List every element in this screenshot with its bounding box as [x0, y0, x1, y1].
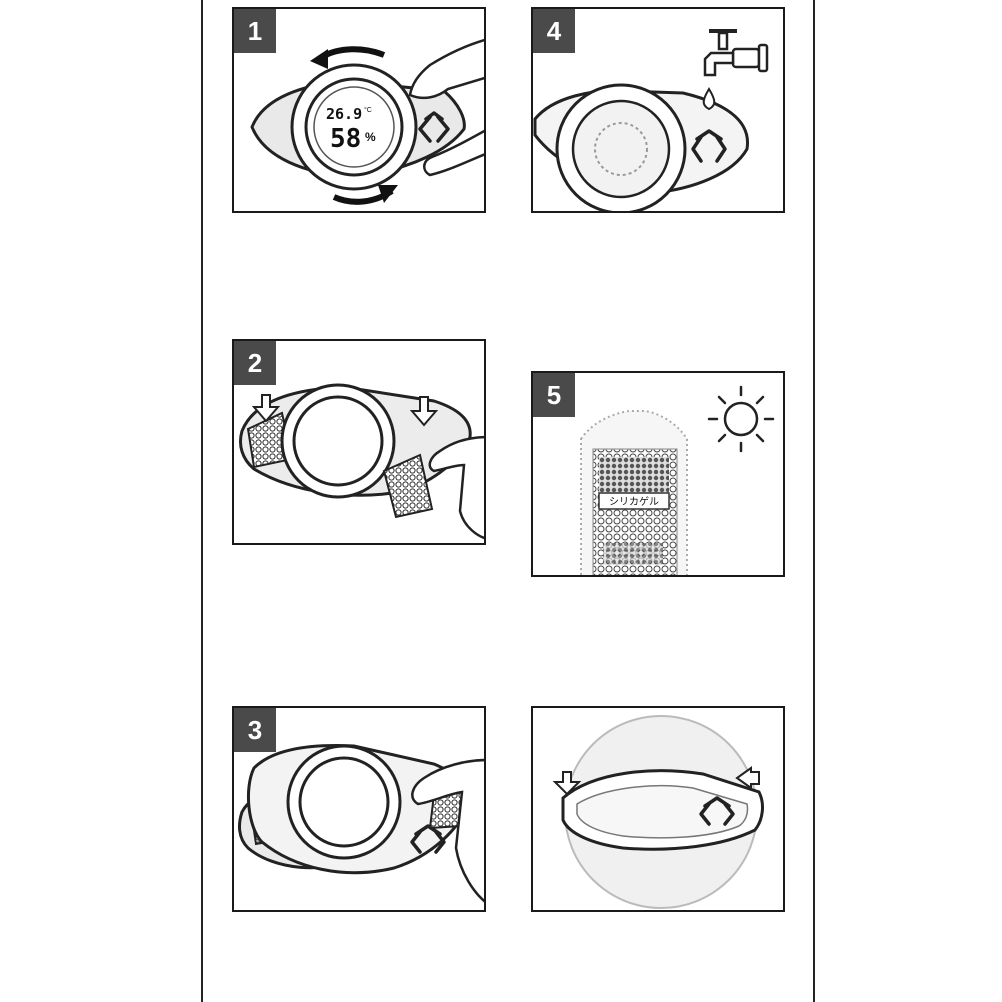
hand-icon — [408, 38, 484, 177]
step-2-illustration — [239, 383, 484, 540]
hand-icon — [428, 435, 484, 540]
recycle-arrows-icon — [410, 824, 446, 854]
recycle-arrows-icon — [418, 111, 450, 143]
step-number-badge: 3 — [234, 708, 276, 752]
step-4-panel: 4 — [531, 7, 785, 213]
packet-label — [598, 492, 670, 510]
step-number-badge: 2 — [234, 341, 276, 385]
step-1-illustration: 26.9 °C 58 % — [250, 38, 484, 205]
down-arrow-right-icon — [409, 396, 439, 427]
packet-label-text: シリカゲル — [609, 496, 659, 508]
step-number-badge: 5 — [533, 373, 575, 417]
step-5-panel: 5 シリカゲル — [531, 371, 785, 577]
step-number-badge: 1 — [234, 9, 276, 53]
recycle-arrows-icon — [691, 129, 727, 163]
water-drop-icon — [702, 87, 716, 111]
left-insert-arrow-icon — [552, 771, 582, 796]
step-3-panel: 3 — [232, 706, 486, 912]
sun-icon — [707, 385, 775, 453]
water-faucet-icon — [703, 29, 769, 77]
right-insert-arrow-icon — [735, 766, 760, 790]
step-4-illustration — [533, 29, 769, 211]
left-divider-line — [201, 0, 203, 1002]
step-5-illustration: シリカゲル — [580, 385, 775, 575]
right-divider-line — [813, 0, 815, 1002]
recycle-arrows-icon — [699, 796, 735, 826]
step-number-badge: 4 — [533, 9, 575, 53]
step-2-panel: 2 — [232, 339, 486, 545]
rotate-arrow-top-icon — [310, 46, 386, 69]
rotate-arrow-bottom-icon — [332, 185, 398, 205]
humidity-readout: 58 — [330, 124, 361, 154]
down-arrow-left-icon — [251, 394, 281, 423]
hand-icon — [411, 758, 484, 903]
step-1-panel: 1 26.9 °C 58 % — [232, 7, 486, 213]
step-3-illustration — [238, 744, 484, 903]
humidity-unit: % — [365, 130, 376, 144]
temperature-unit: °C — [364, 106, 372, 114]
step-6-panel — [531, 706, 785, 912]
desiccant-packet: シリカゲル — [580, 410, 688, 575]
step-6-illustration — [552, 715, 764, 909]
temperature-readout: 26.9 — [326, 105, 362, 123]
